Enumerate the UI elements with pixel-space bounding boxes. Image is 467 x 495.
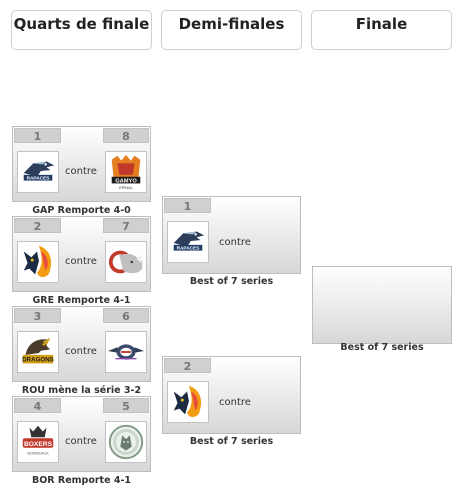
svg-text:RAPACES: RAPACES: [27, 176, 50, 182]
semifinal-match-2[interactable]: 2 contre: [162, 356, 301, 434]
versus-label: contre: [65, 346, 97, 357]
svg-text:BOXERS: BOXERS: [24, 441, 53, 448]
semifinal-series-1: Best of 7 series: [189, 276, 274, 287]
versus-label: contre: [219, 237, 251, 248]
seed-left: 2: [14, 218, 61, 233]
quarterfinal-match-2[interactable]: 2 7 contre: [12, 216, 151, 292]
seed-right: 7: [103, 218, 149, 233]
quarterfinal-match-1[interactable]: 1 8 RAPACES contre GAMYO EPINAL: [12, 126, 151, 202]
dragons-logo[interactable]: DRAGONS: [17, 331, 59, 373]
svg-text:BORDEAUX: BORDEAUX: [27, 451, 49, 455]
seed-left: 2: [164, 358, 211, 373]
rapaces-logo[interactable]: RAPACES: [167, 221, 209, 263]
quarterfinal-match-4[interactable]: 4 5 BOXERS BORDEAUX contre: [12, 396, 151, 472]
svg-text:EPINAL: EPINAL: [119, 186, 133, 190]
semifinal-match-1[interactable]: 1 RAPACES contre: [162, 196, 301, 274]
seed-right: 5: [103, 398, 149, 413]
winged-logo[interactable]: [105, 331, 147, 373]
seed-right: 6: [103, 308, 149, 323]
header-quarterfinals: Quarts de finale: [11, 10, 152, 50]
svg-text:DRAGONS: DRAGONS: [22, 357, 54, 364]
flaming-wolf-logo[interactable]: [167, 381, 209, 423]
versus-label: contre: [65, 436, 97, 447]
rapaces-logo[interactable]: RAPACES: [17, 151, 59, 193]
versus-label: contre: [65, 256, 97, 267]
header-semifinals: Demi-finales: [161, 10, 302, 50]
quarterfinal-result-4: BOR Remporte 4-1: [31, 475, 132, 486]
flaming-wolf-logo[interactable]: [17, 241, 59, 283]
quarterfinal-match-3[interactable]: 3 6 DRAGONS contre: [12, 306, 151, 382]
quarterfinal-result-2: GRE Remporte 4-1: [32, 295, 131, 306]
quarterfinal-result-1: GAP Remporte 4-0: [32, 205, 131, 216]
semifinal-series-2: Best of 7 series: [189, 436, 274, 447]
final-match[interactable]: [312, 266, 452, 344]
quarterfinal-result-3: ROU mène la série 3-2: [21, 385, 142, 396]
versus-label: contre: [219, 397, 251, 408]
seed-left: 3: [14, 308, 61, 323]
gamyo-epinal-logo[interactable]: GAMYO EPINAL: [105, 151, 147, 193]
rhino-logo[interactable]: [105, 241, 147, 283]
versus-label: contre: [65, 166, 97, 177]
header-final: Finale: [311, 10, 452, 50]
boxers-logo[interactable]: BOXERS BORDEAUX: [17, 421, 59, 463]
seed-left: 1: [14, 128, 61, 143]
seed-left: 4: [14, 398, 61, 413]
final-series: Best of 7 series: [340, 342, 424, 353]
svg-text:RAPACES: RAPACES: [177, 246, 200, 252]
seed-left: 1: [164, 198, 211, 213]
svg-text:GAMYO: GAMYO: [115, 178, 137, 184]
seed-right: 8: [103, 128, 149, 143]
wolf-ring-logo[interactable]: [105, 421, 147, 463]
